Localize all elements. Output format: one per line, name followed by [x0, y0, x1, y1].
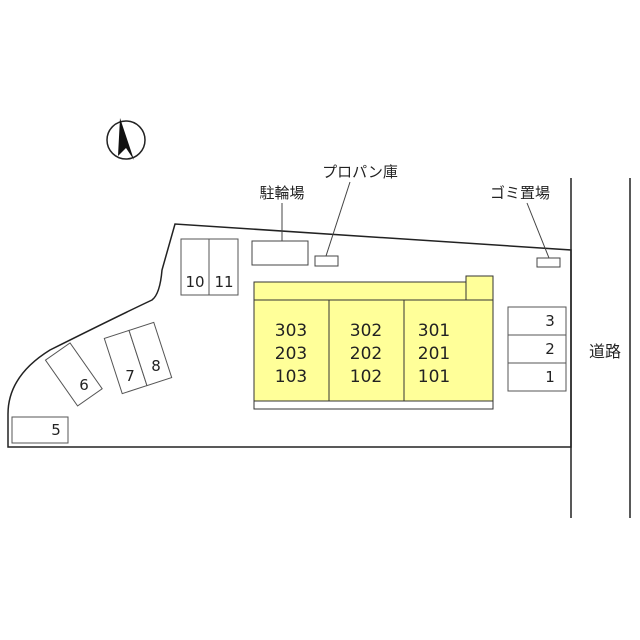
unit-203: 203	[275, 344, 307, 364]
parking-number-7: 7	[125, 367, 135, 385]
garbage-area-leader	[526, 202, 550, 259]
unit-201: 201	[418, 344, 450, 364]
parking-number-11: 11	[214, 273, 233, 291]
parking-number-6: 6	[79, 376, 89, 394]
garbage-area-label: ゴミ置場	[490, 184, 550, 202]
unit-102: 102	[350, 367, 382, 387]
road-label: 道路	[589, 342, 621, 361]
parking-number-10: 10	[185, 273, 204, 291]
bicycle-parking-label: 駐輪場	[259, 184, 304, 202]
balcony-strip	[253, 400, 494, 410]
bicycle-parking-area	[251, 240, 309, 266]
parking-space-1	[507, 362, 567, 392]
north-arrow-icon	[106, 118, 146, 160]
parking-space-2	[507, 334, 567, 364]
parking-space-3	[507, 306, 567, 336]
unit-302: 302	[350, 321, 382, 341]
parking-number-3: 3	[545, 312, 555, 330]
propane-storage-label: プロパン庫	[322, 163, 398, 181]
parking-space-6	[44, 342, 103, 407]
propane-storage-box	[314, 255, 339, 267]
parking-space-10	[180, 238, 210, 296]
apartment-building	[253, 275, 494, 410]
unit-101: 101	[418, 367, 450, 387]
parking-number-5: 5	[51, 421, 61, 439]
unit-301: 301	[418, 321, 450, 341]
parking-space-8	[128, 321, 173, 387]
parking-space-5	[11, 416, 69, 444]
propane-storage-leader	[325, 181, 351, 257]
parking-number-1: 1	[545, 368, 555, 386]
site-boundary	[7, 223, 572, 448]
unit-103: 103	[275, 367, 307, 387]
unit-202: 202	[350, 344, 382, 364]
parking-number-8: 8	[151, 357, 161, 375]
unit-303: 303	[275, 321, 307, 341]
garbage-area-box	[536, 257, 561, 268]
parking-number-2: 2	[545, 340, 555, 358]
parking-space-11	[208, 238, 239, 296]
